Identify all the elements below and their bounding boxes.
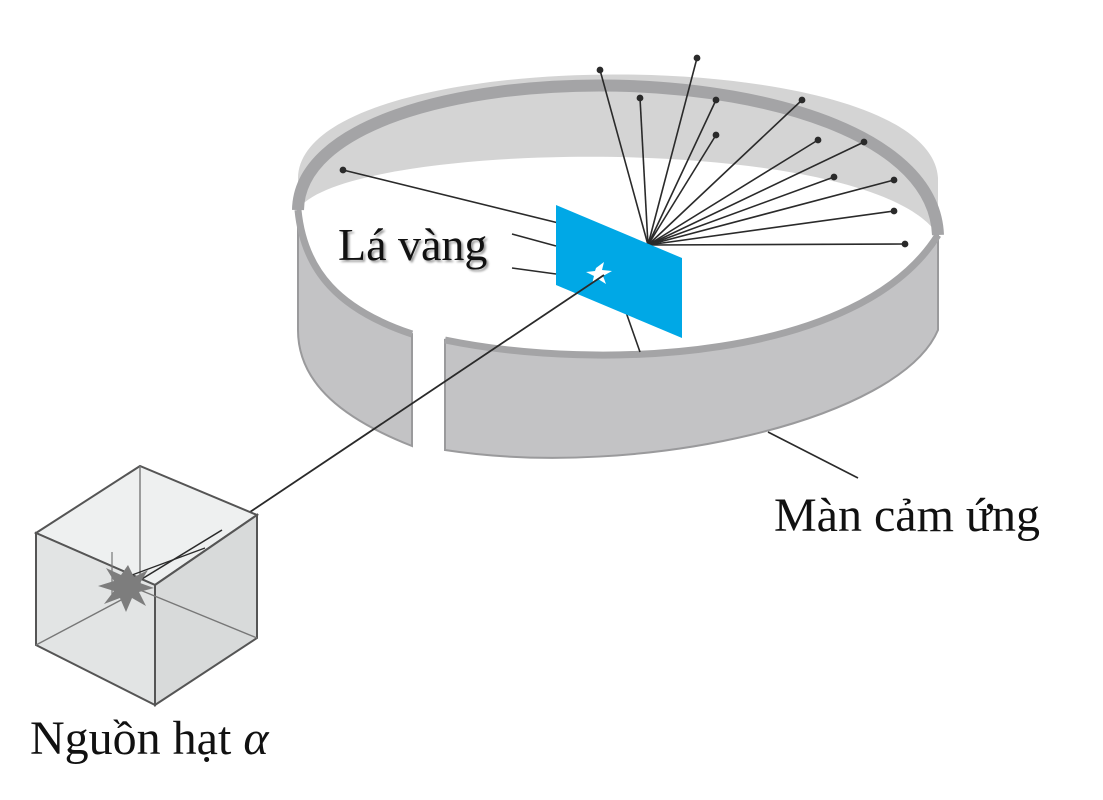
particle-track xyxy=(647,210,895,246)
alpha-source-label-text: Nguồn hạt xyxy=(30,712,232,765)
screen-top-rim-front-right xyxy=(444,233,941,359)
track-end-dot xyxy=(712,96,720,104)
track-end-dot xyxy=(890,176,898,184)
alpha-source-label: Nguồn hạt α xyxy=(30,715,269,763)
screen-top-rim-front-left xyxy=(294,209,414,338)
gold-foil-sheet xyxy=(556,205,682,338)
screen-label: Màn cảm ứng xyxy=(774,489,1040,542)
track-end-dot xyxy=(901,240,909,248)
particle-track xyxy=(647,179,895,246)
particle-track xyxy=(647,134,717,246)
starburst-icon xyxy=(98,565,154,612)
track-end-dot xyxy=(339,166,347,174)
impact-point-icon xyxy=(586,262,612,284)
track-end-dot xyxy=(712,131,720,139)
particle-track xyxy=(599,69,649,246)
track-end-dot xyxy=(693,54,701,62)
screen-top-rim xyxy=(292,79,944,236)
scattered-particle-tracks xyxy=(339,54,909,353)
alpha-symbol: α xyxy=(243,712,269,765)
particle-track xyxy=(647,139,819,246)
screen-label-leader xyxy=(767,431,859,479)
screen-inner-wall xyxy=(298,74,938,235)
particle-track xyxy=(647,99,803,246)
particle-track xyxy=(647,57,698,246)
track-end-dot xyxy=(636,94,644,102)
particle-track xyxy=(647,141,865,246)
particle-track xyxy=(647,176,835,246)
track-end-dot xyxy=(596,66,604,74)
track-end-dot xyxy=(814,136,822,144)
track-end-dot xyxy=(890,207,898,215)
track-end-dot xyxy=(798,96,806,104)
alpha-source-box-icon xyxy=(33,464,260,707)
particle-track xyxy=(639,97,649,246)
foil-label-leader-2 xyxy=(511,267,557,275)
particle-track xyxy=(647,99,717,246)
foil-label-leader xyxy=(511,233,557,247)
particle-track xyxy=(647,243,906,246)
gold-foil-label: Lá vàng xyxy=(338,219,488,270)
track-end-dot xyxy=(860,138,868,146)
track-end-dot xyxy=(830,173,838,181)
alpha-beam-line xyxy=(249,274,605,513)
